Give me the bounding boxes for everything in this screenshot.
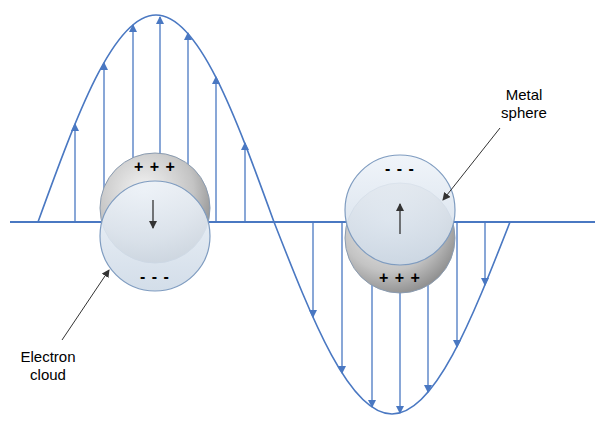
displacement-arrow xyxy=(399,204,400,234)
part-label: Electron cloud xyxy=(12,348,84,384)
field-arrows xyxy=(75,17,485,413)
electron-cloud xyxy=(345,155,455,265)
electron-cloud xyxy=(100,181,210,291)
sine-wave xyxy=(38,15,510,414)
axis-line xyxy=(10,221,595,223)
charge-label: + + + xyxy=(134,157,176,176)
charge-label: - - - xyxy=(140,267,170,286)
leader-line xyxy=(62,270,109,340)
charge-label: - - - xyxy=(385,159,415,178)
charge-label: + + + xyxy=(379,268,421,287)
displacement-arrow xyxy=(152,200,153,228)
part-label: Metal sphere xyxy=(488,86,560,122)
leader-line xyxy=(443,128,500,200)
